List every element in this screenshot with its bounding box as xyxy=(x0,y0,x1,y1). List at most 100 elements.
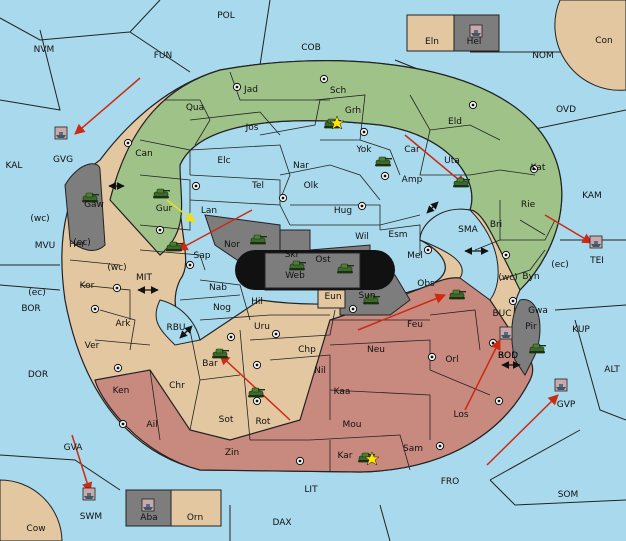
region-pir[interactable] xyxy=(511,299,541,376)
tank-icon[interactable] xyxy=(289,260,306,271)
brown-label: Kar xyxy=(338,451,353,461)
grey-label: Pir xyxy=(525,322,537,332)
sea-label: GVA xyxy=(64,443,84,453)
qualifier-label: (wc) xyxy=(30,214,49,224)
sea-label: POL xyxy=(217,11,235,21)
tan-label: Hug xyxy=(334,206,352,216)
tank-icon[interactable] xyxy=(449,289,466,300)
supply-center-dot xyxy=(491,341,495,345)
capital-stars xyxy=(329,115,380,466)
ship-icon[interactable] xyxy=(82,487,96,501)
ship-icon[interactable] xyxy=(141,498,155,512)
unit-label: TEI xyxy=(589,256,604,266)
army-units xyxy=(82,118,546,463)
grey-label: Web xyxy=(285,271,305,281)
region-con[interactable] xyxy=(554,0,626,91)
region-orn[interactable] xyxy=(170,489,222,527)
supply-center-dot xyxy=(116,366,120,370)
brown-label: Ken xyxy=(113,386,130,396)
region-gaw[interactable] xyxy=(64,163,106,251)
tan-label: Hil xyxy=(251,297,263,307)
tan-label: Nab xyxy=(209,283,227,293)
tan-label: Amp xyxy=(402,175,423,185)
supply-center-dot xyxy=(438,444,442,448)
ship-icon[interactable] xyxy=(589,235,603,249)
tank-icon[interactable] xyxy=(153,188,170,199)
tank-icon[interactable] xyxy=(363,294,380,305)
green-label: Eld xyxy=(448,117,462,127)
tank-icon[interactable] xyxy=(212,348,229,359)
order-arrow xyxy=(177,209,253,251)
sea-label: OVD xyxy=(556,105,576,115)
sea-label: NVM xyxy=(34,45,55,55)
tan-label: Nil xyxy=(314,366,326,376)
tank-icon[interactable] xyxy=(166,241,183,252)
ship-icon[interactable] xyxy=(554,378,568,392)
sea-label: MVU xyxy=(35,241,56,251)
region-cow[interactable] xyxy=(0,479,63,541)
tank-icon[interactable] xyxy=(248,387,265,398)
qualifier-label: (ec) xyxy=(551,260,569,270)
supply-center-dot xyxy=(93,307,97,311)
corner-label: Cow xyxy=(26,524,45,534)
order-arrow xyxy=(486,394,559,466)
sea-label: RBU xyxy=(166,323,185,333)
green-label: Tel xyxy=(251,181,264,191)
ship-icon[interactable] xyxy=(469,24,483,38)
sea-label: ALT xyxy=(604,365,620,375)
supply-center-dot xyxy=(430,355,434,359)
supply-center-dot xyxy=(322,77,326,81)
sea-label: FRO xyxy=(441,477,460,487)
grey-label: Eun xyxy=(324,292,341,302)
sea-label: SOM xyxy=(558,490,579,500)
supply-center-dot xyxy=(511,299,515,303)
supply-center-dot xyxy=(298,459,302,463)
tan-label: Ark xyxy=(115,319,131,329)
sea-label: BOR xyxy=(21,304,40,314)
tank-icon[interactable] xyxy=(250,234,267,245)
supply-center-dot xyxy=(121,422,125,426)
tan-label: Sot xyxy=(219,415,234,425)
green-label: Can xyxy=(135,149,153,159)
green-label: Olk xyxy=(304,181,320,191)
green-label: Sch xyxy=(330,86,346,96)
supply-centers xyxy=(90,74,539,466)
green-label: Bri xyxy=(490,220,502,230)
tank-icon[interactable] xyxy=(82,192,99,203)
capital-star-icon xyxy=(329,115,345,130)
order-arrow xyxy=(74,77,141,135)
brown-label: Sam xyxy=(403,444,423,454)
tan-label: Chp xyxy=(298,345,316,355)
tank-icon[interactable] xyxy=(529,343,546,354)
supply-center-dot xyxy=(281,196,285,200)
tan-label: Mel xyxy=(407,251,423,261)
supply-center-dot xyxy=(351,307,355,311)
green-label: Uta xyxy=(444,156,460,166)
ship-icon[interactable] xyxy=(54,126,68,140)
green-label: Sap xyxy=(194,251,211,261)
brown-label: Bar xyxy=(202,359,218,369)
unit-label: BOD xyxy=(498,351,518,361)
tan-label: Gwa xyxy=(528,306,548,316)
brown-label: Kaa xyxy=(334,387,351,397)
sea-label: DAX xyxy=(272,518,291,528)
tunnel-inner xyxy=(264,252,361,289)
supply-center-dot xyxy=(274,332,278,336)
brown-label: Chr xyxy=(169,381,185,391)
sea-label: BUC xyxy=(492,309,511,319)
unit-label: GVG xyxy=(53,155,73,165)
move-orders xyxy=(71,77,593,494)
green-label: Kat xyxy=(531,163,546,173)
unit-label: GVP xyxy=(557,400,576,410)
tank-icon[interactable] xyxy=(337,263,354,274)
passage-arrows xyxy=(108,182,521,369)
tank-icon[interactable] xyxy=(453,177,470,188)
ship-icon[interactable] xyxy=(499,326,513,340)
sea-sma[interactable] xyxy=(419,208,499,301)
supply-center-dot xyxy=(426,248,430,252)
brown-label: Ail xyxy=(146,420,157,430)
sea-label: KAM xyxy=(582,191,602,201)
region-elf[interactable] xyxy=(406,14,455,52)
tank-icon[interactable] xyxy=(375,156,392,167)
brown-label: Rot xyxy=(256,417,271,427)
